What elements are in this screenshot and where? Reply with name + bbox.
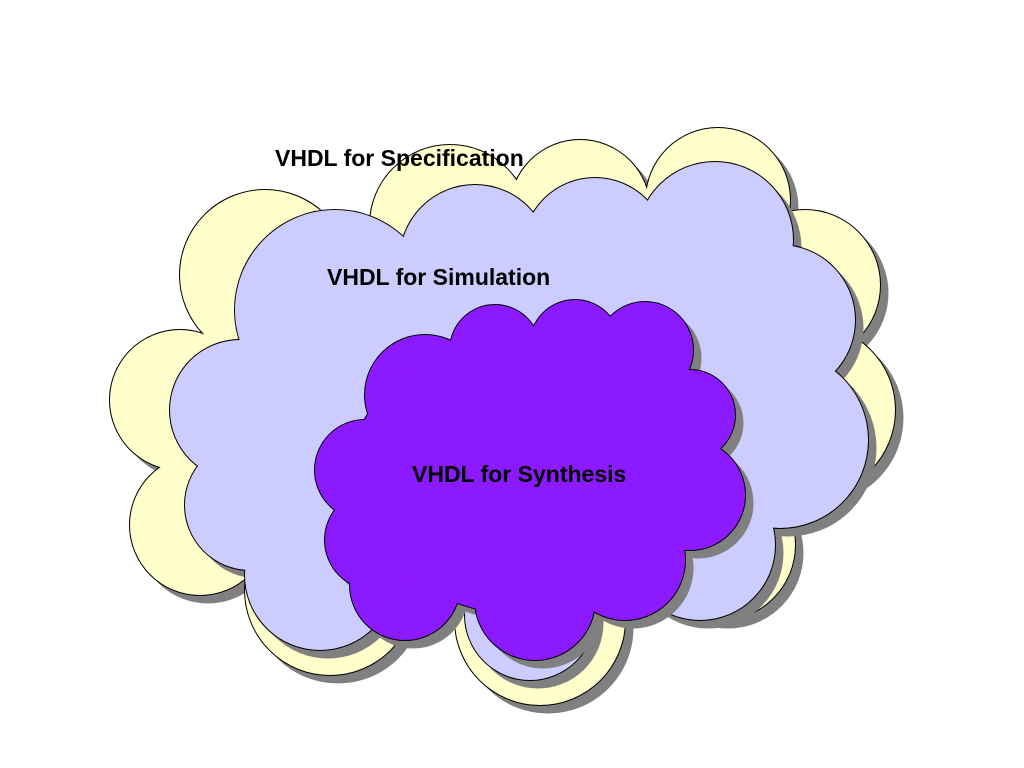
simulation-cloud-body <box>169 161 869 681</box>
synthesis-cloud-body <box>314 299 746 661</box>
specification-label: VHDL for Specification <box>275 145 524 171</box>
simulation-label: VHDL for Simulation <box>327 264 550 290</box>
simulation-cloud <box>169 161 877 689</box>
synthesis-cloud <box>314 299 754 669</box>
synthesis-label: VHDL for Synthesis <box>412 461 626 487</box>
